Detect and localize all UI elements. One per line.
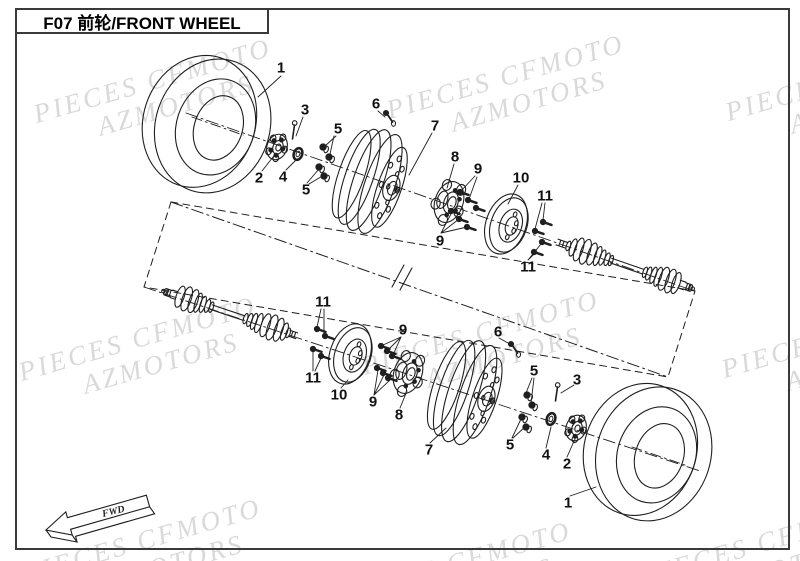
title-box: F07 前轮/FRONT WHEEL bbox=[15, 8, 269, 34]
stud-bolt-upper bbox=[471, 203, 487, 215]
reference-box bbox=[143, 201, 696, 378]
upper-centerline bbox=[185, 112, 681, 287]
diagonal-centerline bbox=[170, 201, 669, 378]
cv-axle-upper bbox=[552, 229, 700, 303]
lug-nut-upper bbox=[318, 171, 332, 183]
tire-hole-centerline-lower bbox=[631, 446, 686, 466]
stud-bolt-upper bbox=[462, 222, 478, 234]
brake-disc-upper bbox=[476, 187, 537, 261]
wheel-rim-upper bbox=[321, 119, 419, 242]
lug-nut-upper bbox=[317, 142, 331, 154]
leader-lines-lower bbox=[312, 308, 597, 497]
wheel-rim-lower bbox=[416, 330, 514, 453]
valve-upper bbox=[382, 109, 397, 128]
disc-bolt-upper bbox=[529, 247, 545, 259]
cv-axle-lower bbox=[157, 277, 302, 349]
lug-nut-lower bbox=[527, 400, 540, 412]
hub-cap-lower bbox=[561, 410, 592, 446]
hub-carrier-upper bbox=[424, 176, 473, 232]
tire-lower bbox=[565, 366, 730, 538]
cotter-pin-lower bbox=[553, 381, 561, 402]
brake-disc-lower bbox=[320, 317, 381, 391]
hub-cap-upper bbox=[262, 129, 293, 165]
page-title: F07 前轮/FRONT WHEEL bbox=[43, 13, 241, 33]
fwd-arrow: FWD bbox=[44, 494, 156, 543]
leader-lines-upper bbox=[257, 75, 546, 261]
washer-upper bbox=[290, 145, 306, 163]
cotter-pin-upper bbox=[290, 119, 298, 140]
break-mark bbox=[391, 264, 413, 291]
tire-upper bbox=[123, 38, 290, 210]
disc-bolt-upper bbox=[538, 217, 554, 229]
washer-lower bbox=[543, 410, 559, 428]
tire-hole-centerline-upper bbox=[191, 116, 244, 136]
stud-bolt-upper bbox=[463, 195, 479, 207]
